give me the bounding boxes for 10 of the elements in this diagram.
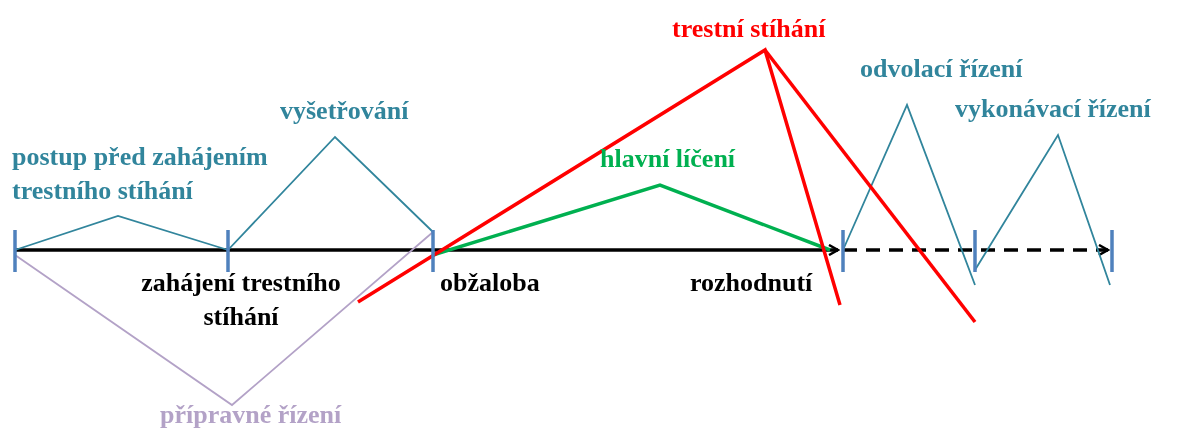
stage-label: trestní stíhání [672,13,826,45]
stage-label: přípravné řízení [160,399,342,431]
stage-label: vyšetřování [280,95,409,127]
stage-label: rozhodnutí [690,267,813,299]
stage-label: vykonávací řízení [955,93,1151,125]
stage-label: hlavní líčení [600,143,736,175]
stage-label: odvolací řízení [860,53,1023,85]
stage-label: postup před zahájením trestního stíhání [12,141,269,207]
stage-label: obžaloba [440,267,540,299]
stage-label: zahájení trestního stíhání [140,267,342,333]
